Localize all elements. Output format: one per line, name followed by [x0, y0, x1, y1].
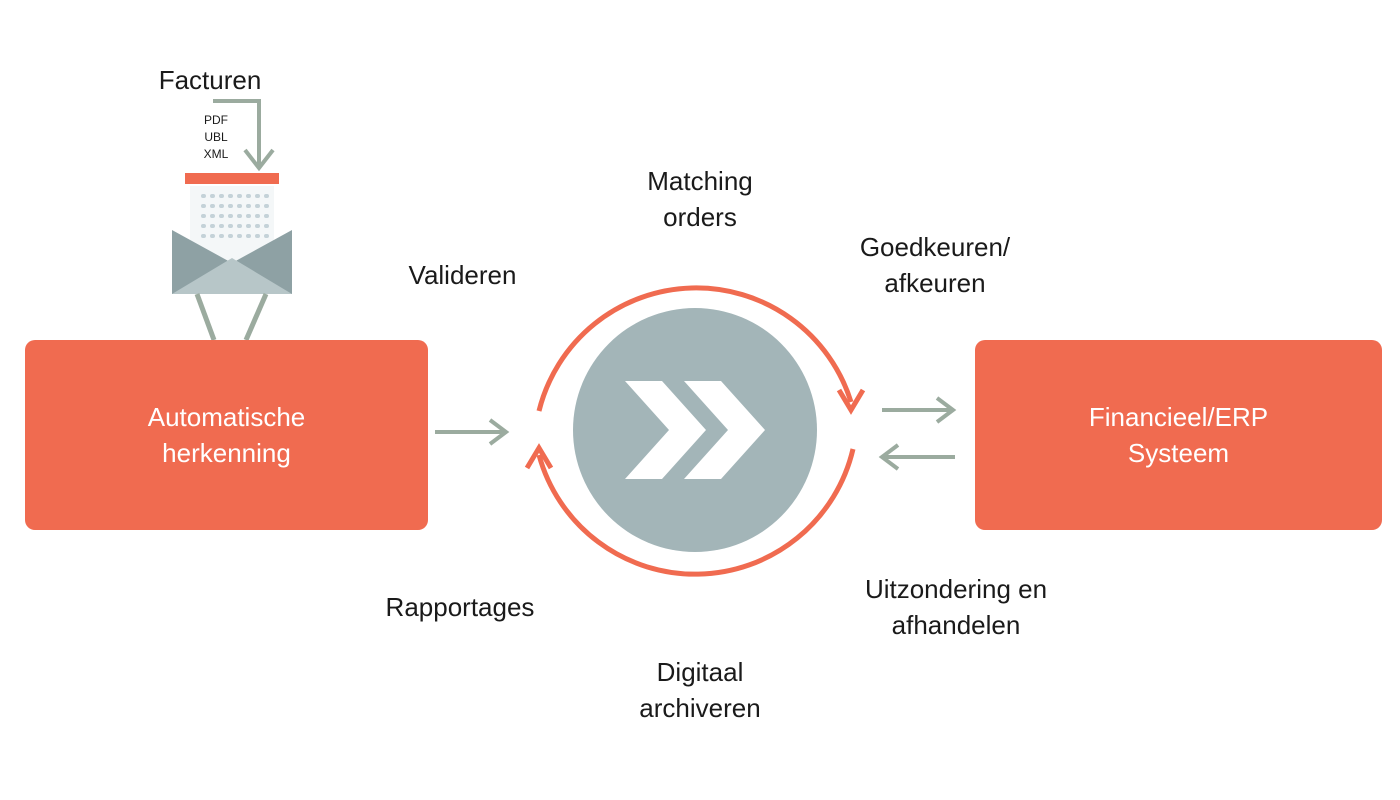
arrow-to-cycle: [435, 418, 510, 446]
step-uitzondering-line2: afhandelen: [891, 610, 1021, 640]
step-matching-orders: Matching orders: [615, 163, 785, 235]
format-xml: XML: [203, 147, 229, 161]
arrow-to-erp: [882, 396, 957, 424]
step-uitzondering: Uitzondering en afhandelen: [836, 571, 1076, 643]
arrow-from-erp: [878, 443, 955, 471]
double-chevron-icon: [625, 381, 765, 479]
step-uitzondering-line1: Uitzondering en: [864, 574, 1048, 604]
step-matching-line2: orders: [663, 202, 737, 232]
automatic-recognition-box: Automatische herkenning: [25, 340, 428, 530]
step-archiveren-line2: archiveren: [639, 693, 761, 723]
erp-system-box: Financieel/ERP Systeem: [975, 340, 1382, 530]
process-hub: [573, 308, 817, 552]
erp-system-line1: Financieel/ERP: [1088, 402, 1269, 432]
step-goedkeuren: Goedkeuren/ afkeuren: [840, 229, 1030, 301]
step-goedkeuren-line2: afkeuren: [884, 268, 986, 298]
automatic-recognition-line1: Automatische: [147, 402, 306, 432]
step-valideren: Valideren: [408, 260, 517, 290]
invoice-input-arrow: [213, 99, 275, 172]
erp-system-line2: Systeem: [1127, 438, 1230, 468]
invoice-title: Facturen: [158, 65, 262, 95]
invoice-format-list: PDF UBL XML: [196, 112, 236, 163]
automatic-recognition-line2: herkenning: [162, 438, 291, 468]
step-archiveren-line1: Digitaal: [656, 657, 744, 687]
format-ubl: UBL: [204, 130, 228, 144]
step-archiveren: Digitaal archiveren: [600, 654, 800, 726]
cycle-arrows-icon: [524, 285, 866, 577]
step-matching-line1: Matching: [647, 166, 753, 196]
invoice-envelope-icon: [172, 173, 292, 341]
step-goedkeuren-line1: Goedkeuren/: [859, 232, 1011, 262]
format-pdf: PDF: [204, 113, 228, 127]
step-rapportages: Rapportages: [385, 592, 535, 622]
